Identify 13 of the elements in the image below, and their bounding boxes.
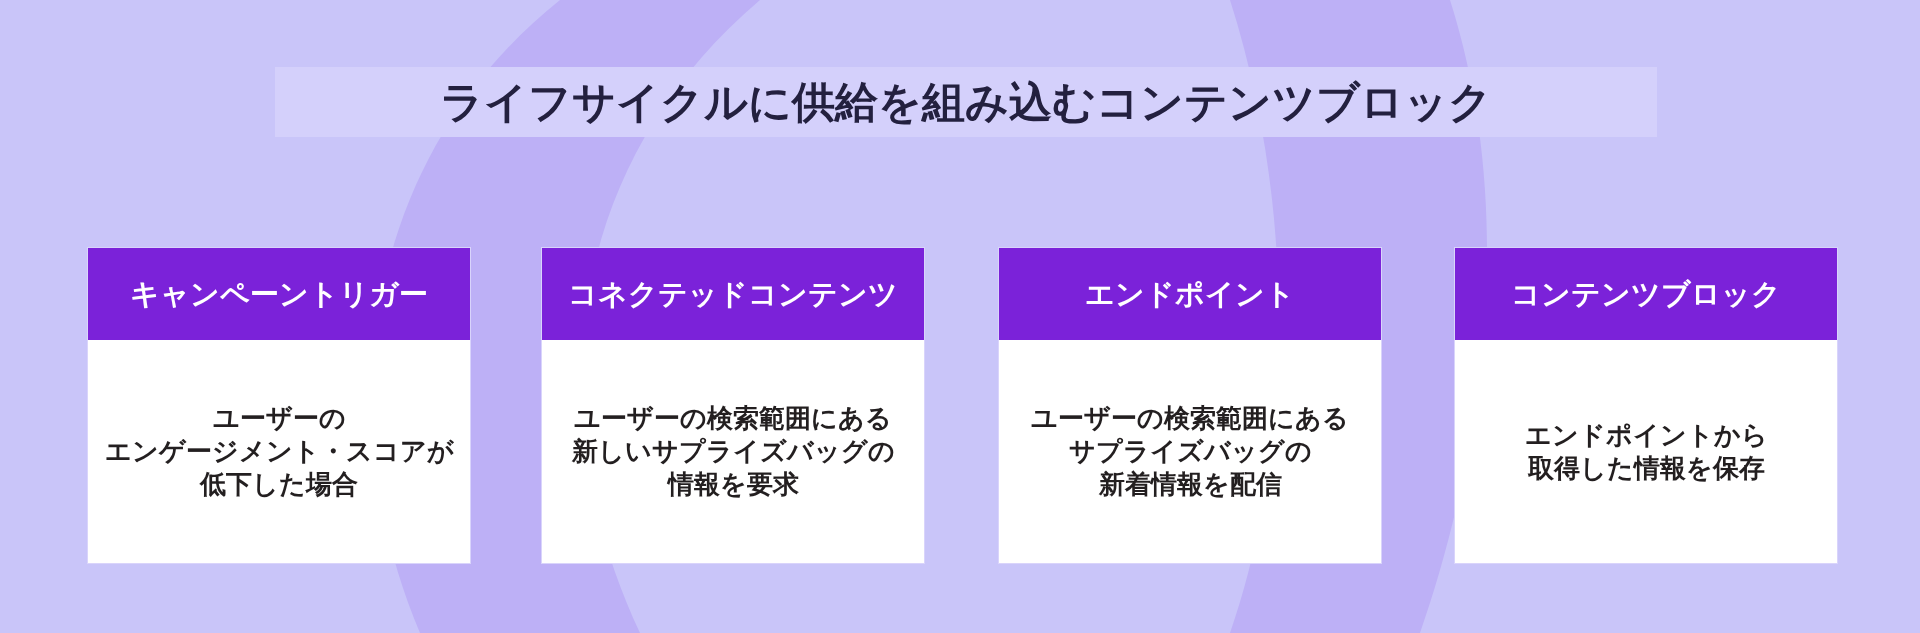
- card-header: エンドポイント: [999, 248, 1381, 340]
- card-header: コンテンツブロック: [1455, 248, 1837, 340]
- card-text: ユーザーの検索範囲にあるサプライズバッグの新着情報を配信: [1031, 402, 1349, 501]
- card-header: コネクテッドコンテンツ: [542, 248, 924, 340]
- card-header: キャンペーントリガー: [88, 248, 470, 340]
- card-text: ユーザーのエンゲージメント・スコアが低下した場合: [104, 402, 454, 501]
- title-banner: ライフサイクルに供給を組み込むコンテンツブロック: [275, 67, 1657, 137]
- info-card: [88, 248, 470, 563]
- card-text: エンドポイントから取得した情報を保存: [1524, 418, 1768, 485]
- info-card: [999, 248, 1381, 563]
- info-card: [1455, 248, 1837, 563]
- info-card: [542, 248, 924, 563]
- card-text: ユーザーの検索範囲にある新しいサプライズバッグの情報を要求: [571, 402, 895, 501]
